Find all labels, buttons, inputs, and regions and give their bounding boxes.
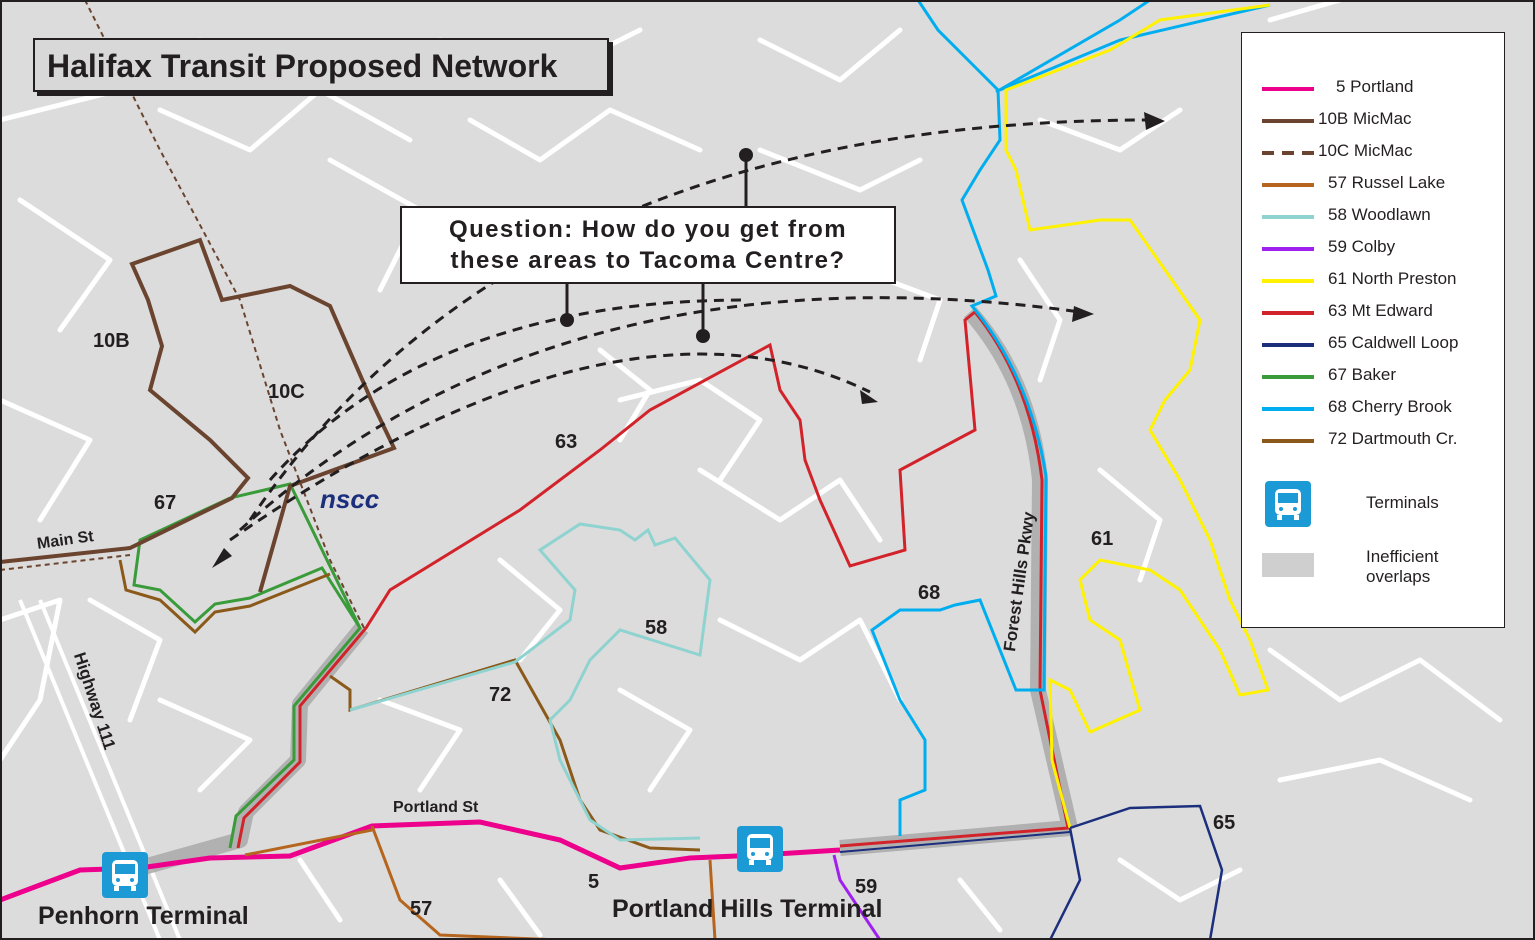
legend-row: 10C MicMac — [1242, 139, 1504, 165]
legend-terminals-label: Terminals — [1366, 493, 1439, 512]
label-route-57: 57 — [410, 898, 433, 920]
legend-swatch — [1262, 343, 1314, 347]
legend-row: 5 Portland — [1242, 75, 1504, 101]
legend-row: 68 Cherry Brook — [1242, 395, 1504, 421]
legend-swatch — [1262, 87, 1314, 91]
label-route-61: 61 — [1091, 528, 1114, 550]
legend-label: 57 Russel Lake — [1328, 173, 1446, 192]
arrow-heads — [212, 112, 1165, 568]
question-callout: Question: How do you get from these area… — [400, 206, 896, 284]
route-68-line — [870, 0, 1048, 836]
legend-terminal-icon — [1262, 481, 1314, 527]
legend-swatch — [1262, 183, 1314, 187]
label-route-5: 5 — [588, 871, 600, 893]
legend-overlaps-label-1: Inefficient — [1366, 547, 1439, 566]
legend-overlaps-label-2: overlaps — [1366, 567, 1431, 586]
map-title: Halifax Transit Proposed Network — [47, 48, 558, 84]
route-72-line — [329, 658, 701, 852]
legend-row: 57 Russel Lake — [1242, 171, 1504, 197]
legend-swatch — [1262, 311, 1314, 315]
legend-label: 72 Dartmouth Cr. — [1328, 429, 1458, 448]
route-10b-line — [0, 237, 397, 593]
label-route-10c: 10C — [268, 381, 305, 403]
legend-label: 67 Baker — [1328, 365, 1397, 384]
legend-row: 58 Woodlawn — [1242, 203, 1504, 229]
question-line-2: these areas to Tacoma Centre? — [450, 247, 846, 274]
nscc-logo: nscc — [320, 484, 380, 514]
legend-overlap-swatch — [1262, 553, 1314, 577]
label-route-10b: 10B — [93, 330, 130, 352]
legend-label: 61 North Preston — [1328, 269, 1457, 288]
route-58-line — [349, 522, 712, 842]
label-portland-hills-terminal: Portland Hills Terminal — [612, 895, 883, 923]
legend-label: 10C MicMac — [1318, 141, 1413, 160]
label-route-59: 59 — [855, 876, 878, 898]
legend-swatch — [1262, 119, 1314, 123]
label-route-67: 67 — [154, 492, 177, 514]
portland-hills-terminal-icon[interactable] — [737, 826, 783, 872]
legend-row: 10B MicMac — [1242, 107, 1504, 133]
label-route-58: 58 — [645, 617, 668, 639]
label-route-68: 68 — [918, 582, 941, 604]
legend-swatch — [1262, 375, 1314, 379]
route-59-line — [832, 854, 882, 940]
legend-swatch — [1262, 407, 1314, 411]
legend-label: 65 Caldwell Loop — [1328, 333, 1459, 352]
label-route-65: 65 — [1213, 812, 1236, 834]
legend-row: 72 Dartmouth Cr. — [1242, 427, 1504, 453]
route-67-line — [132, 482, 362, 849]
legend-swatch — [1262, 279, 1314, 283]
travel-arrows — [229, 118, 1151, 542]
legend-row: 59 Colby — [1242, 235, 1504, 261]
legend-swatch — [1262, 151, 1314, 155]
route-57-line — [370, 825, 561, 940]
legend-row: 65 Caldwell Loop — [1242, 331, 1504, 357]
legend-label: 63 Mt Edward — [1328, 301, 1433, 320]
legend-row: 61 North Preston — [1242, 267, 1504, 293]
legend-row: 63 Mt Edward — [1242, 299, 1504, 325]
legend-label: 68 Cherry Brook — [1328, 397, 1452, 416]
label-penhorn-terminal: Penhorn Terminal — [38, 902, 249, 930]
legend-label: 58 Woodlawn — [1328, 205, 1431, 224]
legend-swatch — [1262, 215, 1314, 219]
map-title-box: Halifax Transit Proposed Network — [33, 38, 609, 92]
route-65-line — [1069, 804, 1224, 940]
legend-swatch — [1262, 247, 1314, 251]
question-line-1: Question: How do you get from — [449, 216, 847, 243]
legend-label: 10B MicMac — [1318, 109, 1412, 128]
legend-swatch — [1262, 439, 1314, 443]
legend-panel: 5 Portland 10B MicMac 10C MicMac 57 Russel … — [1241, 32, 1505, 628]
label-route-63: 63 — [555, 431, 578, 453]
label-route-72: 72 — [489, 684, 512, 706]
penhorn-terminal-icon[interactable] — [102, 852, 148, 898]
legend-label: 59 Colby — [1328, 237, 1396, 256]
label-portland-st: Portland St — [393, 799, 479, 816]
legend-row: 67 Baker — [1242, 363, 1504, 389]
route-61-line — [1004, 3, 1271, 829]
route-10c-line — [84, 0, 366, 631]
legend-label: 5 Portland — [1336, 77, 1414, 96]
